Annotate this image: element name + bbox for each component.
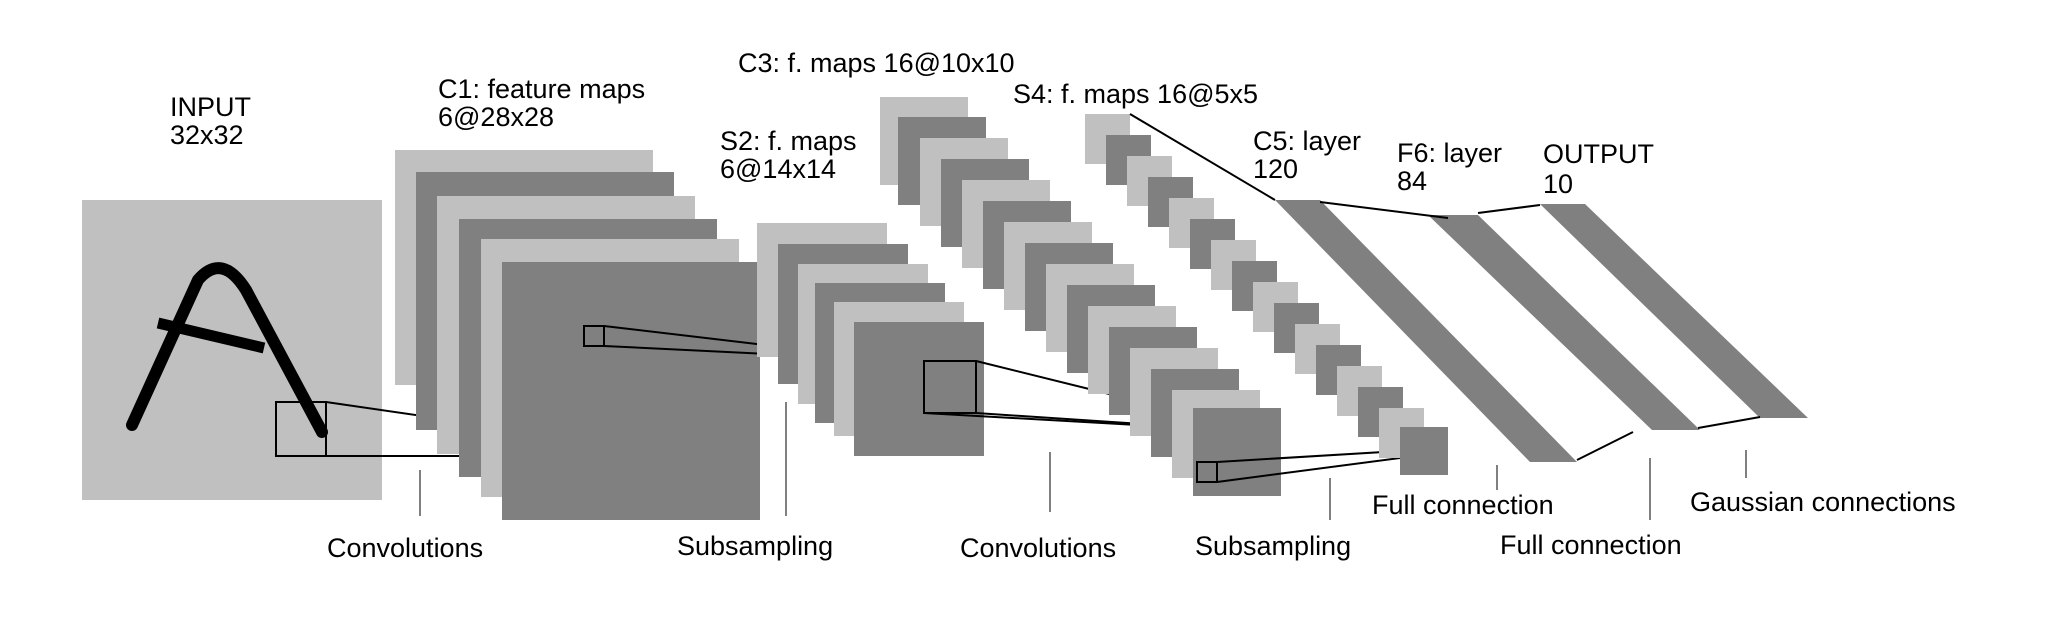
c5-title: C5: layer: [1253, 126, 1361, 156]
op-label-subsampling: Subsampling: [1195, 531, 1351, 561]
op-label-subsampling: Subsampling: [677, 531, 833, 561]
operation-ticks: [419, 402, 1747, 520]
input-image: [82, 200, 382, 500]
c5-spec: 120: [1253, 154, 1298, 184]
op-label-convolutions: Convolutions: [327, 533, 483, 563]
f6-output-connection-bottom: [1697, 416, 1761, 429]
op-label-convolutions: Convolutions: [960, 533, 1116, 563]
f6-output-connection-top: [1477, 204, 1541, 214]
input-letter-a: [126, 262, 328, 438]
c1-layer: C1: feature maps 6@28x28: [395, 74, 893, 520]
c5-f6-connection-top: [1319, 201, 1449, 219]
c3-receptive-field: [1196, 461, 1218, 483]
c3-projection-line: [1216, 457, 1401, 483]
s2-spec: 6@14x14: [720, 154, 836, 184]
s4-layer: S4: f. maps 16@5x5: [1013, 79, 1448, 475]
f6-spec: 84: [1397, 166, 1427, 196]
f6-title: F6: layer: [1397, 138, 1502, 168]
output-layer: OUTPUT 10: [1540, 139, 1808, 418]
feature-map: [854, 322, 984, 456]
c1-title: C1: feature maps: [438, 74, 645, 104]
input-receptive-field: [275, 401, 327, 457]
feature-map: [502, 262, 760, 520]
s4-connection-line: [1129, 113, 1276, 201]
f6-layer: F6: layer 84: [1397, 138, 1700, 430]
s2-title: S2: f. maps: [720, 126, 857, 156]
op-label-full-connection: Full connection: [1500, 530, 1682, 560]
output-title: OUTPUT: [1543, 139, 1654, 169]
c5-layer: C5: layer 120: [1253, 126, 1577, 462]
connection-lines: [1319, 201, 1761, 461]
c3-projection-line: [1216, 450, 1401, 463]
c3-layer: C3: f. maps 16@10x10: [738, 48, 1401, 496]
output-unit-bar: [1540, 204, 1808, 418]
c5-unit-bar: [1275, 200, 1577, 462]
input-layer: INPUT 32x32: [82, 92, 693, 500]
op-label-gaussian-connections: Gaussian connections: [1690, 487, 1956, 517]
input-title: INPUT: [170, 92, 251, 122]
operation-labels: Convolutions Subsampling Convolutions Su…: [327, 487, 1956, 563]
feature-map: [1400, 427, 1448, 475]
f6-unit-bar: [1428, 215, 1700, 430]
output-spec: 10: [1543, 169, 1573, 199]
c3-title: C3: f. maps 16@10x10: [738, 48, 1015, 78]
s2-layer: S2: f. maps 6@14x14: [720, 126, 1264, 456]
s4-title: S4: f. maps 16@5x5: [1013, 79, 1258, 109]
c1-spec: 6@28x28: [438, 102, 554, 132]
s2-receptive-field: [923, 360, 977, 414]
c1-receptive-field: [583, 325, 605, 347]
op-label-full-connection: Full connection: [1372, 490, 1554, 520]
input-spec: 32x32: [170, 120, 244, 150]
input-letter-a-crossbar: [156, 317, 266, 354]
c5-f6-connection-bottom: [1576, 431, 1634, 461]
